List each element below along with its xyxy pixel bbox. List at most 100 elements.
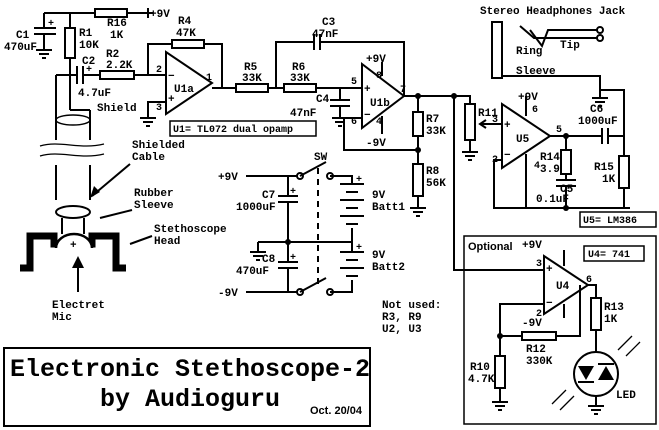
wire-r14-c5 [556,136,576,208]
r8-ref: R8 [426,166,440,178]
u4-note: U4= 741 [588,250,630,261]
wire-batteries [330,175,353,293]
c5-ref: C5 [560,184,574,196]
r5-ref: R5 [244,62,258,74]
led-label: LED [616,390,636,402]
u5-vpos: +9V [518,92,538,104]
batt-vneg: -9V [218,288,238,300]
mic-body [54,232,94,249]
jack-ring-sleeve [502,25,601,98]
sleeve-label-1: Rubber [134,188,174,200]
c1-value: 470uF [4,42,37,54]
u5-ref: U5 [516,134,530,146]
junction-u1b-out [415,93,421,99]
c3-value: 47nF [312,29,338,41]
r10-value: 4.7K [468,374,495,386]
cable-break [39,143,105,157]
mic-leads [61,218,85,234]
junction-batt-mid [285,239,291,245]
u4-vpos: +9V [522,240,542,252]
u1a-pin-2: 2 [156,65,162,76]
c4-ref: C4 [316,94,330,106]
r4-ref: R4 [178,16,192,28]
capacitor-c4 [330,88,350,127]
led-diode-1 [578,366,594,380]
r15-ref: R15 [594,162,614,174]
switch-label: SW [314,152,328,164]
u1b-vpos: +9V [366,54,386,66]
ground-jack [592,97,608,107]
led-body [573,351,619,397]
jack-sleeve-label: Sleeve [516,66,556,78]
resistor-r4 [171,39,205,49]
u5-pin-4: 4 [534,161,540,172]
r15-value: 1K [602,174,616,186]
u1b-vneg: -9V [366,138,386,150]
ground-batt [250,242,266,261]
u4-vneg: -9V [522,318,542,330]
cable-label-2: Cable [132,152,165,164]
r12-value: 330K [526,356,553,368]
r16-ref: R16 [107,18,127,30]
capacitor-c1 [34,13,56,50]
resistor-r1 [64,27,76,59]
opamp-u1b [361,61,406,131]
wire-r10 [492,336,508,411]
cable-label-1: Shielded [132,140,185,152]
resistor-r5 [235,83,269,93]
u4-pin-2: 2 [536,309,542,320]
batt2-plus: + [356,243,362,254]
u4-ref: U4 [556,281,570,293]
not-used-3: U2, U3 [382,324,422,336]
u1a-pin-1: 1 [206,73,212,84]
wire-u4-out [588,284,597,354]
ground-c1 [36,49,52,59]
wire-u1b-minus-feedback [343,117,418,151]
batt1-label-2: Batt1 [372,202,405,214]
not-used-2: R3, R9 [382,312,422,324]
title-line-1: Electronic Stethoscope-2 [10,355,370,384]
resistor-r2 [99,70,135,80]
c8-ref: C8 [262,254,276,266]
r1-ref: R1 [79,28,93,40]
jack-label: Stereo Headphones Jack [480,6,626,18]
led-light-rays-out-2 [551,389,575,411]
u5-pin-6: 6 [532,105,538,116]
u1b-pin-5: 5 [351,77,357,88]
u5-minus: − [504,150,511,162]
c3-ref: C3 [322,17,336,29]
wire-r12 [499,285,581,337]
supply-label-pos-1: +9V [150,9,170,21]
wire-u1a-feedback [147,43,223,88]
r4-value: 47K [176,28,196,40]
capacitor-c6 [550,89,625,144]
rubber-sleeve [55,205,91,219]
shield-label: Shield [97,103,137,115]
ground-r11 [462,140,478,161]
c1-ref: C1 [16,30,30,42]
u4-plus: + [546,264,553,276]
u4-note-box [583,245,645,262]
batt2-label-2: Batt2 [372,262,405,274]
resistor-r6 [283,83,317,93]
c2-value: 4.7uF [78,88,111,100]
resistor-r13 [590,297,602,331]
u1b-ref: U1b [370,98,390,110]
not-used-1: Not used: [382,300,441,312]
resistor-r10 [494,355,506,389]
ground-led [588,396,604,415]
c7-ref: C7 [262,190,275,202]
supply-arrow-pos-1 [143,8,153,18]
u1a-minus: − [168,71,175,83]
opamp-u1a [165,50,214,116]
resistor-r7 [412,111,424,137]
jack-ring-label: Ring [516,46,542,58]
capacitor-c7 [278,176,298,242]
mic-label-1: Electret [52,300,105,312]
wire-to-u4 [453,96,544,271]
title-date: Oct. 20/04 [310,405,363,417]
junction-r7-r8 [415,147,421,153]
u5-plus: + [504,120,511,132]
r6-ref: R6 [292,62,305,74]
optional-label: Optional [468,241,513,253]
